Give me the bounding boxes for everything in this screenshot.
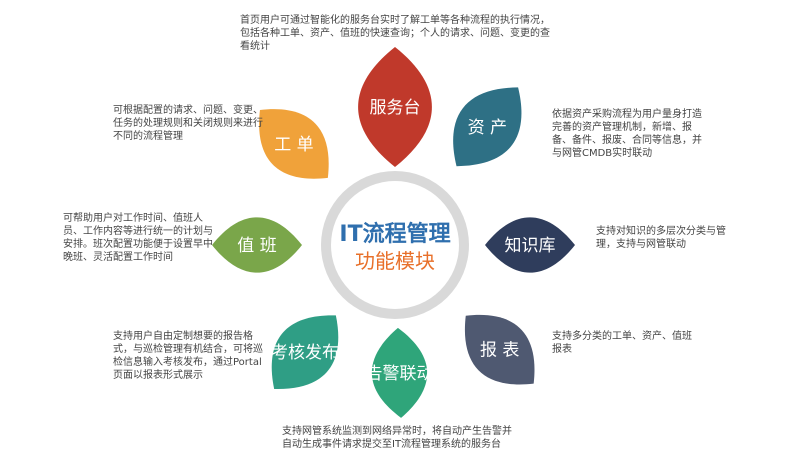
petal-report bbox=[464, 314, 535, 385]
petal-work-order bbox=[259, 109, 329, 179]
petal-alarm-linkage bbox=[371, 327, 428, 418]
petal-knowledge-base bbox=[485, 217, 575, 273]
center-title: IT流程管理 bbox=[339, 221, 450, 247]
work-order-description: 可根据配置的请求、问题、变更、任务的处理规则和关闭规则来进行不同的流程管理 bbox=[113, 105, 263, 142]
petal-label-duty: 值 班 bbox=[237, 236, 276, 256]
petal-label-work-order: 工 单 bbox=[274, 135, 313, 155]
petal-label-assessment: 考核发布 bbox=[271, 343, 339, 363]
petal-label-service-desk: 服务台 bbox=[370, 98, 421, 118]
petal-service-desk bbox=[358, 47, 432, 167]
knowledge-base-description: 支持对知识的多层次分类与管理，支持与网管联动 bbox=[596, 226, 726, 250]
petal-label-asset: 资 产 bbox=[468, 118, 507, 138]
report-description: 支持多分类的工单、资产、值班报表 bbox=[552, 331, 692, 355]
asset-description: 依据资产采购流程为用户量身打造完善的资产管理机制，新增、报备、备件、报废、合同等… bbox=[552, 109, 702, 159]
petal-duty bbox=[212, 217, 302, 273]
alarm-linkage-description: 支持网管系统监测到网络异常时，将自动产生告警并自动生成事件请求提交至IT流程管理… bbox=[282, 426, 512, 450]
petal-asset bbox=[453, 87, 522, 167]
petal-label-report: 报 表 bbox=[480, 341, 519, 361]
petal-label-alarm-linkage: 告警联动 bbox=[366, 364, 434, 384]
center-disc bbox=[331, 181, 459, 309]
center-subtitle: 功能模块 bbox=[355, 249, 435, 273]
petal-assessment bbox=[271, 315, 339, 389]
assessment-description: 支持用户自由定制想要的报告格式，与巡检管理有机结合，可将巡检信息输入考核发布，通… bbox=[113, 331, 263, 381]
service-desk-description: 首页用户可通过智能化的服务台实时了解工单等各种流程的执行情况，包括各种工单、资产… bbox=[240, 15, 550, 52]
duty-description: 可帮助用户对工作时间、值班人员、工作内容等进行统一的计划与安排。班次配置功能便于… bbox=[63, 213, 213, 263]
petal-label-knowledge-base: 知识库 bbox=[505, 236, 556, 256]
